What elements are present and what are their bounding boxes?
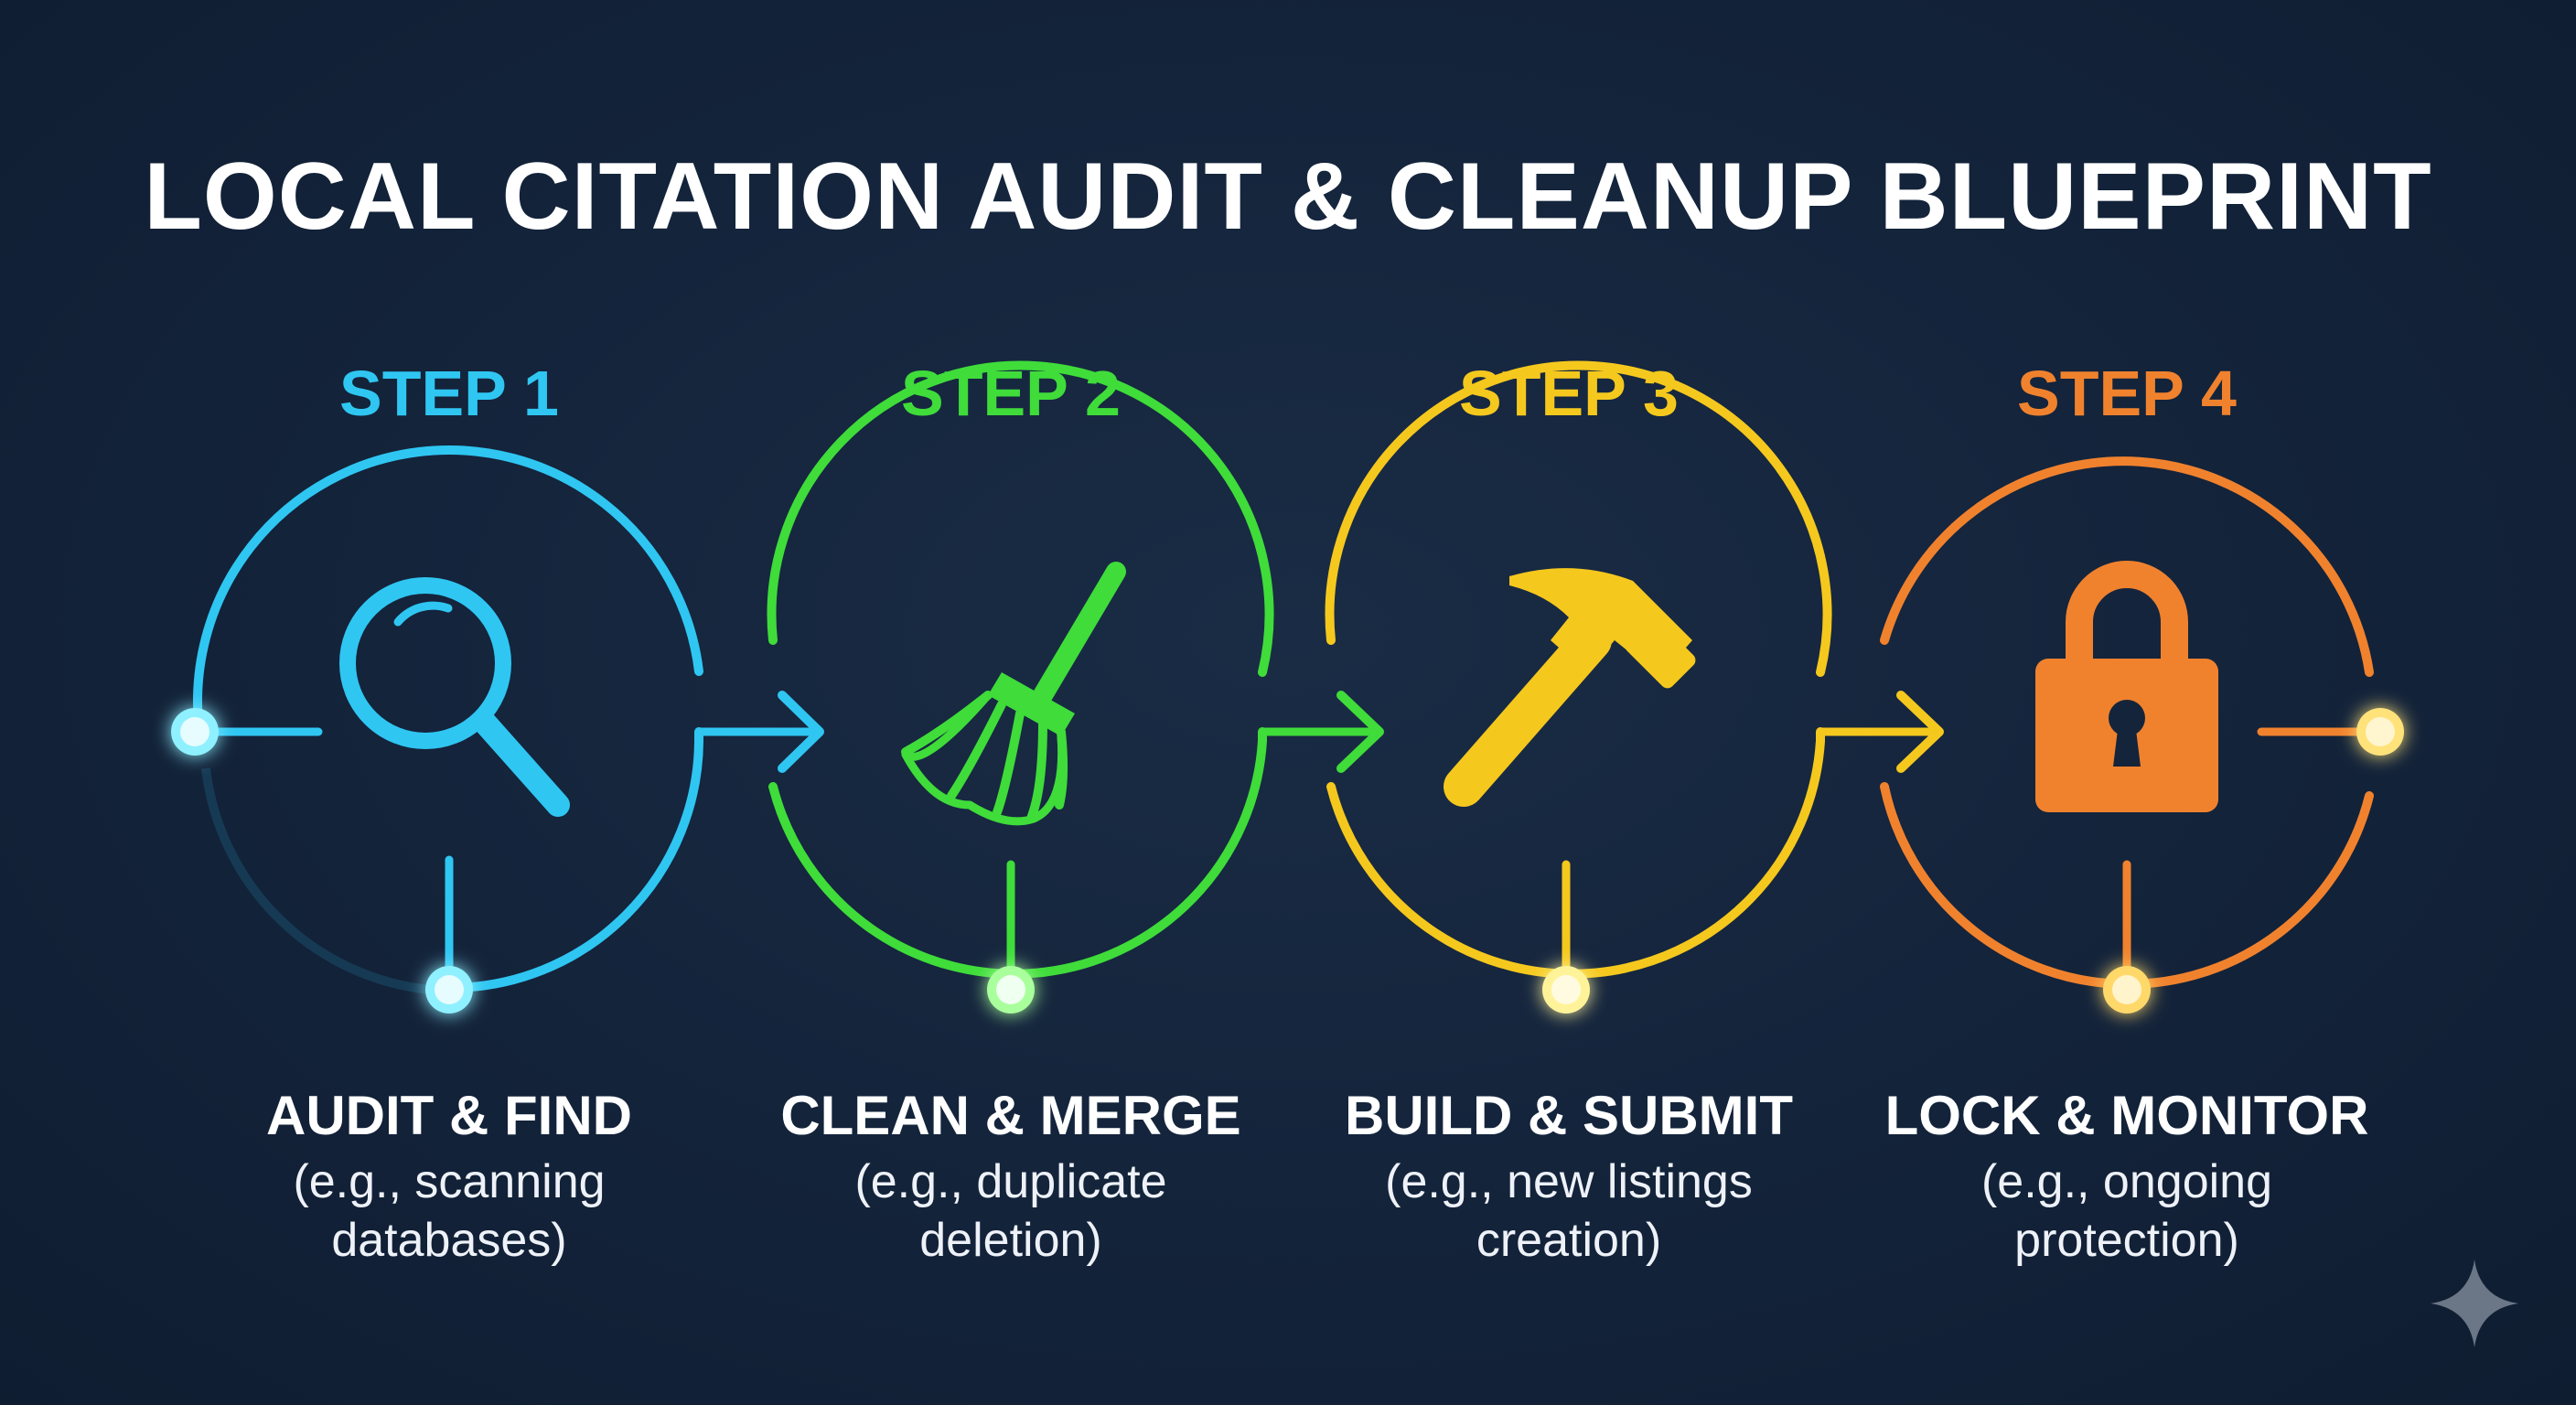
step-4: STEP 4 LOCK & MONITOR (e.g., ongoing pro…	[1834, 348, 2420, 1299]
step-3: STEP 3 BUILD & SUBMIT (e.g., new listing…	[1276, 348, 1862, 1299]
step-3-name: BUILD & SUBMIT	[1345, 1085, 1793, 1146]
step-4-desc: (e.g., ongoing protection)	[1980, 1155, 2273, 1267]
step-1-desc: (e.g., scanning databases)	[293, 1155, 606, 1267]
page-title: LOCAL CITATION AUDIT & CLEANUP BLUEPRINT	[144, 144, 2432, 250]
sparkle-icon	[2431, 1260, 2518, 1347]
step-4-name: LOCK & MONITOR	[1884, 1085, 2369, 1146]
step-3-desc: (e.g., new listings creation)	[1385, 1155, 1753, 1267]
step-1-label: STEP 1	[339, 358, 559, 429]
step-2-desc: (e.g., duplicate deletion)	[854, 1155, 1167, 1267]
step-1-name: AUDIT & FIND	[266, 1085, 632, 1146]
step-3-label: STEP 3	[1459, 358, 1679, 429]
step-2-label: STEP 2	[901, 358, 1121, 429]
step-2: STEP 2 CLEAN & MERGE (e.g., duplicate de…	[718, 348, 1304, 1299]
step-4-label: STEP 4	[2017, 358, 2237, 429]
step-1: STEP 1 AUDIT & FIND (e.g., scanning data…	[156, 348, 742, 1299]
step-2-name: CLEAN & MERGE	[780, 1085, 1241, 1146]
